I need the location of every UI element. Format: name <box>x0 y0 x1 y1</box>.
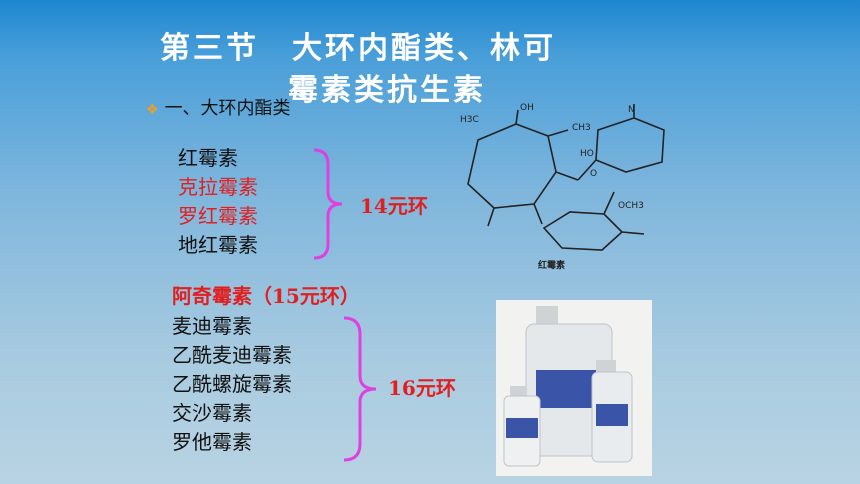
ring-size-label-14: 14元环 <box>360 194 428 218</box>
list-item: 地红霉素 <box>178 233 258 257</box>
structure-caption: 红霉素 <box>538 259 565 271</box>
macrolide-14-list: 红霉素 克拉霉素 罗红霉素 地红霉素 <box>178 144 258 260</box>
vial-photo <box>496 300 652 476</box>
structure-label: CH3 <box>572 123 591 133</box>
section-subtitle: ❖ 一、大环内酯类 <box>146 94 291 120</box>
list-item: 罗他霉素 <box>172 430 252 454</box>
azithromycin-item: 阿奇霉素（15元环） <box>172 284 360 308</box>
slide-title: 第三节 大环内酯类、林可 霉素类抗生素 <box>160 28 680 112</box>
subtitle-text: 一、大环内酯类 <box>164 98 291 119</box>
list-item: 麦迪霉素 <box>172 314 252 338</box>
structure-label: HO <box>580 149 594 159</box>
structure-label: O <box>590 169 597 179</box>
list-item: 乙酰麦迪霉素 <box>172 343 292 367</box>
diamond-bullet-icon: ❖ <box>146 102 159 118</box>
brace-icon <box>343 316 377 462</box>
title-line-2: 霉素类抗生素 <box>288 73 486 108</box>
list-item: 克拉霉素 <box>178 175 258 199</box>
title-line-1: 第三节 大环内酯类、林可 <box>160 31 556 66</box>
brace-icon <box>313 148 343 260</box>
list-item: 交沙霉素 <box>172 401 252 425</box>
erythromycin-structure-image: H3C OH CH3 N HO O OCH3 红霉素 <box>460 103 665 271</box>
structure-label: OH <box>520 103 534 113</box>
macrolide-16-list: 麦迪霉素 乙酰麦迪霉素 乙酰螺旋霉素 交沙霉素 罗他霉素 <box>172 312 292 457</box>
list-item: 罗红霉素 <box>178 204 258 228</box>
vials-image <box>503 306 633 467</box>
list-item: 红霉素 <box>178 146 238 170</box>
ring-size-label-16: 16元环 <box>388 376 456 400</box>
structure-label: N <box>628 105 635 115</box>
structure-label: H3C <box>460 115 479 125</box>
list-item: 乙酰螺旋霉素 <box>172 372 292 396</box>
structure-label: OCH3 <box>618 201 644 211</box>
